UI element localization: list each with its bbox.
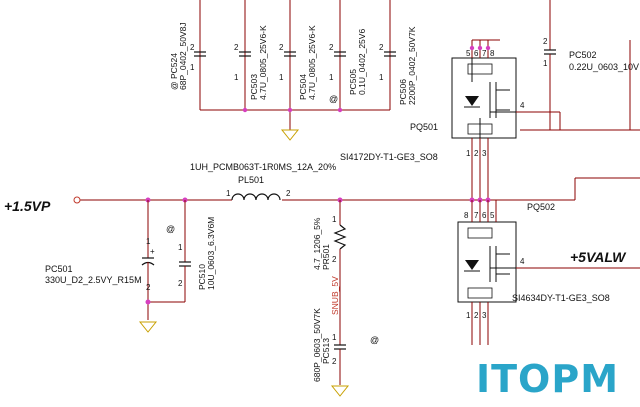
itopm-watermark: ITOPM [468, 345, 640, 407]
pc513-pin1: 1 [332, 333, 337, 342]
pc505-value: 0.1U_0402_25V6 [357, 29, 367, 95]
top-cap-plates [194, 51, 396, 57]
pc501-plus: + [150, 247, 155, 256]
pc503-ref: PC503 [249, 74, 259, 100]
pq501-pin6: 6 [474, 49, 479, 58]
pr501-pin1: 1 [332, 215, 337, 224]
pc505-pin1: 1 [329, 73, 334, 82]
pc524-labels: @ PC524 68P_0402_50V8J [169, 22, 188, 90]
pc510-pin1: 1 [178, 243, 183, 252]
pc506-value: 2200P_0402_50V7K [407, 26, 417, 105]
ground-symbol-top [280, 129, 300, 141]
pq501-part: SI4172DY-T1-GE3_SO8 [340, 152, 438, 162]
pq501-pin1: 1 [466, 149, 471, 158]
pq502-part: SI4634DY-T1-GE3_SO8 [512, 293, 610, 303]
pc513-at-marker: @ [370, 335, 379, 345]
pl501-pin1: 1 [226, 189, 231, 198]
pc510-at-marker: @ [166, 224, 175, 234]
pq502-pin4: 4 [520, 257, 525, 266]
pc513-value: 680P_0603_50V7K [312, 308, 322, 382]
pl501-ref: PL501 [238, 175, 264, 185]
pq502-ref: PQ502 [527, 202, 555, 212]
pq501-junctions [469, 45, 491, 51]
pq502-pin6: 6 [482, 211, 487, 220]
pc501-pin2: 2 [146, 283, 151, 292]
pq502-pin7: 7 [474, 211, 479, 220]
pr501-value: 4.7_1206_5% [312, 217, 322, 270]
pc510-labels: PC510 10U_0603_6.3V6M [197, 217, 216, 290]
pc510-ref: PC510 [197, 264, 207, 290]
pq502-pin8: 8 [464, 211, 469, 220]
pq501-pin7: 7 [482, 49, 487, 58]
pq501-pin5: 5 [466, 49, 471, 58]
pc524-pin1: 1 [190, 63, 195, 72]
pq502-pin3: 3 [482, 311, 487, 320]
pc504-value: 4.7U_0805_25V6-K [307, 25, 317, 100]
pc505-at-marker: @ [329, 94, 338, 104]
pl501-inductor [231, 193, 281, 201]
pc503-value: 4.7U_0805_25V6-K [258, 25, 268, 100]
pc505-ref: PC505 [348, 69, 358, 95]
pq501-pin2: 2 [474, 149, 479, 158]
pc504-pin1: 1 [279, 73, 284, 82]
pc504-labels: PC504 4.7U_0805_25V6-K [298, 25, 317, 100]
pc506-ref: PC506 [398, 79, 408, 105]
pc503-pin1: 1 [234, 73, 239, 82]
pc506-pin1: 1 [379, 73, 384, 82]
pc502-symbol [520, 0, 640, 131]
pq502-pin2: 2 [474, 311, 479, 320]
pq501-ref: PQ501 [410, 122, 438, 132]
pc510-capacitor [179, 200, 191, 302]
pc501-ref: PC501 [45, 264, 73, 274]
vout-port-circle [73, 196, 81, 204]
pc502-ref: PC502 [569, 50, 597, 60]
pq501-pin8: 8 [490, 49, 495, 58]
watermark-logo: ITOPM [476, 357, 619, 401]
pc524-ref: @ PC524 [169, 53, 179, 90]
pc505-pin2: 2 [329, 43, 334, 52]
pc504-pin2: 2 [279, 43, 284, 52]
pq501-pin3: 3 [482, 149, 487, 158]
pq502-pin5: 5 [490, 211, 495, 220]
net-snub-label: SNUB_5V [330, 276, 340, 315]
pc501-capacitor: + [138, 200, 185, 333]
pq501-pin4: 4 [520, 101, 525, 110]
pr501-labels: 4.7_1206_5% PR501 [312, 217, 331, 270]
pl501-value: 1UH_PCMB063T-1R0MS_12A_20% [190, 162, 336, 172]
pc502-value: 0.22U_0603_10V [569, 62, 639, 72]
pc524-value: 68P_0402_50V8J [178, 22, 188, 90]
pq502-pin1: 1 [466, 311, 471, 320]
net-vout-label: +1.5VP [4, 198, 51, 214]
pc524-pin2: 2 [190, 43, 195, 52]
pr501-ref: PR501 [321, 244, 331, 270]
net-vin-label: +5VALW [570, 249, 627, 265]
pl501-pin2: 2 [286, 189, 291, 198]
pc504-ref: PC504 [298, 74, 308, 100]
top-cap-bank [199, 0, 391, 130]
pc503-labels: PC503 4.7U_0805_25V6-K [249, 25, 268, 100]
pc506-labels: PC506 2200P_0402_50V7K [398, 26, 417, 105]
pc510-pin2: 2 [178, 279, 183, 288]
pc513-pin2: 2 [332, 357, 337, 366]
pc501-value: 330U_D2_2.5VY_R15M [45, 275, 142, 285]
pc505-labels: PC505 0.1U_0402_25V6 [348, 29, 367, 95]
pc510-value: 10U_0603_6.3V6M [206, 217, 216, 290]
pc501-pin1: 1 [146, 237, 151, 246]
pc506-pin2: 2 [379, 43, 384, 52]
pc513-labels: 680P_0603_50V7K PC513 [312, 308, 331, 382]
pc513-ref: PC513 [321, 338, 331, 364]
pc502-pin1: 1 [543, 59, 548, 68]
top-junctions [242, 107, 343, 113]
pc503-pin2: 2 [234, 43, 239, 52]
snubber-branch [330, 200, 350, 397]
pc502-pin2: 2 [543, 37, 548, 46]
pr501-pin2: 2 [332, 255, 337, 264]
